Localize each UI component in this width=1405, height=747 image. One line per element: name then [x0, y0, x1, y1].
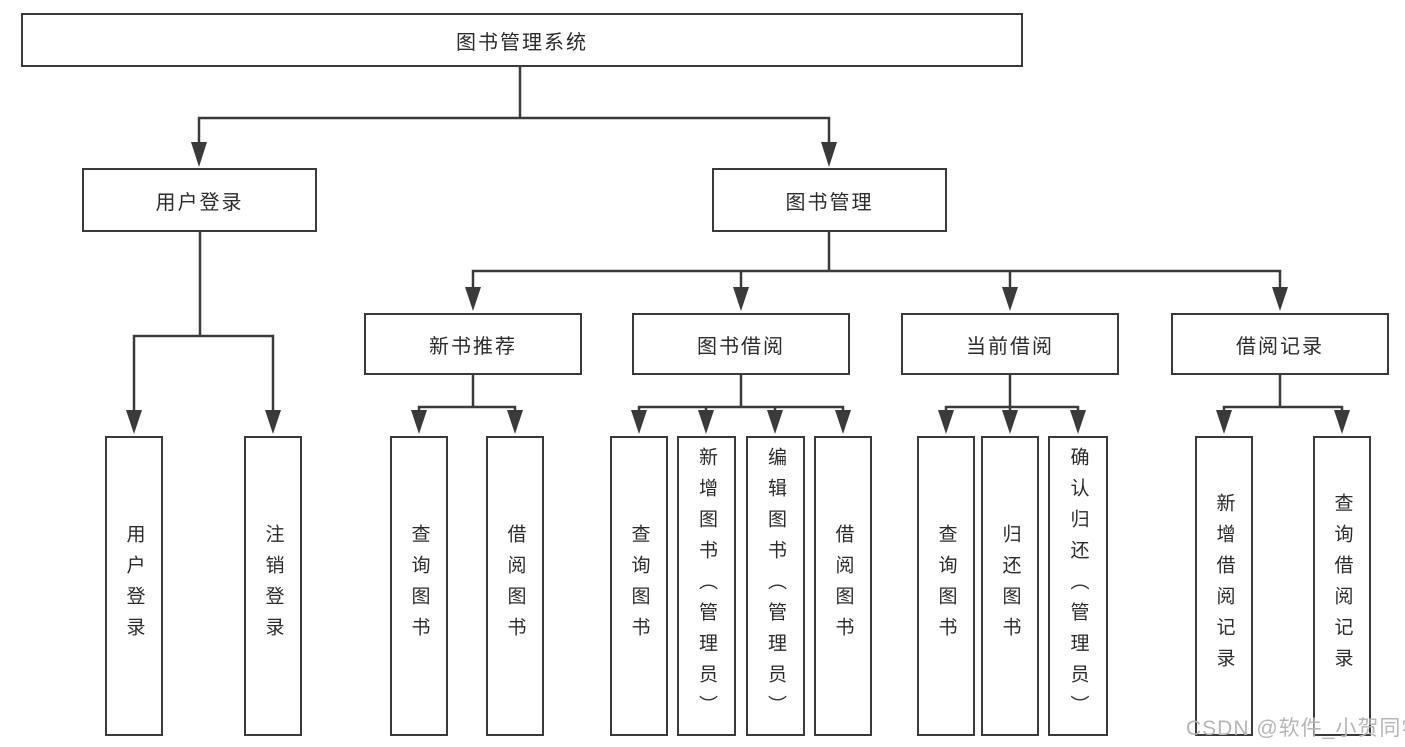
leaf-newbooks-borrow-books-label: 借阅图书	[504, 524, 526, 648]
node-root-label: 图书管理系统	[456, 31, 588, 54]
arrow-icon	[767, 410, 783, 434]
arrow-icon	[191, 142, 207, 167]
leaf-records-add-record-label: 新增借阅记录	[1213, 493, 1235, 679]
leaf-borrow-edit-books-admin: 编辑图书（管理员）	[746, 436, 805, 736]
leaf-user-login: 用户登录	[105, 436, 163, 736]
edge-newbooks-rail	[417, 405, 517, 413]
leaf-user-login-label: 用户登录	[123, 524, 145, 648]
node-book-borrow-label: 图书借阅	[697, 335, 785, 358]
arrow-icon	[126, 410, 142, 434]
watermark: CSDN @软件_小贺同学	[1186, 717, 1405, 740]
node-root: 图书管理系统	[21, 13, 1023, 67]
leaf-records-add-record: 新增借阅记录	[1195, 436, 1253, 736]
arrow-icon	[938, 410, 954, 434]
node-book-borrow: 图书借阅	[632, 313, 850, 375]
leaf-logout-login-label: 注销登录	[262, 524, 284, 648]
arrow-icon	[698, 410, 714, 434]
arrow-icon	[835, 410, 851, 434]
edge-records-rail	[1222, 405, 1344, 413]
leaf-borrow-borrow-books: 借阅图书	[814, 436, 872, 736]
node-user-login-label: 用户登录	[155, 191, 244, 214]
node-book-mgmt: 图书管理	[712, 168, 947, 232]
arrow-icon	[1334, 410, 1350, 434]
leaf-records-query-record: 查询借阅记录	[1313, 436, 1371, 736]
edge-level2-rail	[471, 269, 1282, 290]
arrow-icon	[465, 287, 481, 311]
leaf-borrow-query-books: 查询图书	[610, 436, 668, 736]
leaf-borrow-borrow-books-label: 借阅图书	[832, 524, 854, 648]
node-new-books-label: 新书推荐	[429, 335, 517, 358]
leaf-current-return-books: 归还图书	[981, 436, 1039, 736]
leaf-newbooks-query-books: 查询图书	[390, 436, 448, 736]
arrow-icon	[733, 287, 749, 311]
leaf-borrow-add-books-admin-label: 新增图书（管理员）	[696, 446, 717, 726]
arrow-icon	[821, 142, 837, 167]
leaf-borrow-add-books-admin: 新增图书（管理员）	[677, 436, 736, 736]
leaf-current-return-books-label: 归还图书	[999, 524, 1021, 648]
arrow-icon	[1002, 287, 1018, 311]
leaf-current-confirm-return-admin: 确认归还（管理员）	[1048, 436, 1108, 736]
leaf-records-query-record-label: 查询借阅记录	[1331, 493, 1353, 679]
leaf-newbooks-query-books-label: 查询图书	[408, 524, 430, 648]
edge-level1-rail	[197, 116, 831, 146]
node-borrow-records: 借阅记录	[1171, 313, 1389, 375]
arrow-icon	[1070, 410, 1086, 434]
arrow-icon	[1272, 287, 1288, 311]
arrow-icon	[1002, 410, 1018, 434]
leaf-current-confirm-return-admin-label: 确认归还（管理员）	[1067, 446, 1089, 726]
edge-bookborrow-rail	[637, 405, 845, 413]
arrow-icon	[411, 410, 427, 434]
arrowheads	[126, 142, 1350, 434]
node-borrow-records-label: 借阅记录	[1236, 335, 1324, 358]
arrow-icon	[631, 410, 647, 434]
node-new-books: 新书推荐	[364, 313, 582, 375]
arrow-icon	[265, 410, 281, 434]
node-current-borrow-label: 当前借阅	[966, 335, 1054, 358]
arrow-icon	[507, 410, 523, 434]
leaf-borrow-query-books-label: 查询图书	[628, 524, 650, 648]
leaf-current-query-books-label: 查询图书	[935, 524, 957, 648]
edge-login-rail	[132, 334, 275, 413]
node-user-login: 用户登录	[82, 168, 317, 232]
node-current-borrow: 当前借阅	[901, 313, 1119, 375]
leaf-logout-login: 注销登录	[244, 436, 302, 736]
leaf-newbooks-borrow-books: 借阅图书	[486, 436, 544, 736]
arrow-icon	[1216, 410, 1232, 434]
node-book-mgmt-label: 图书管理	[785, 191, 874, 214]
leaf-borrow-edit-books-admin-label: 编辑图书（管理员）	[765, 446, 786, 726]
leaf-current-query-books: 查询图书	[917, 436, 975, 736]
